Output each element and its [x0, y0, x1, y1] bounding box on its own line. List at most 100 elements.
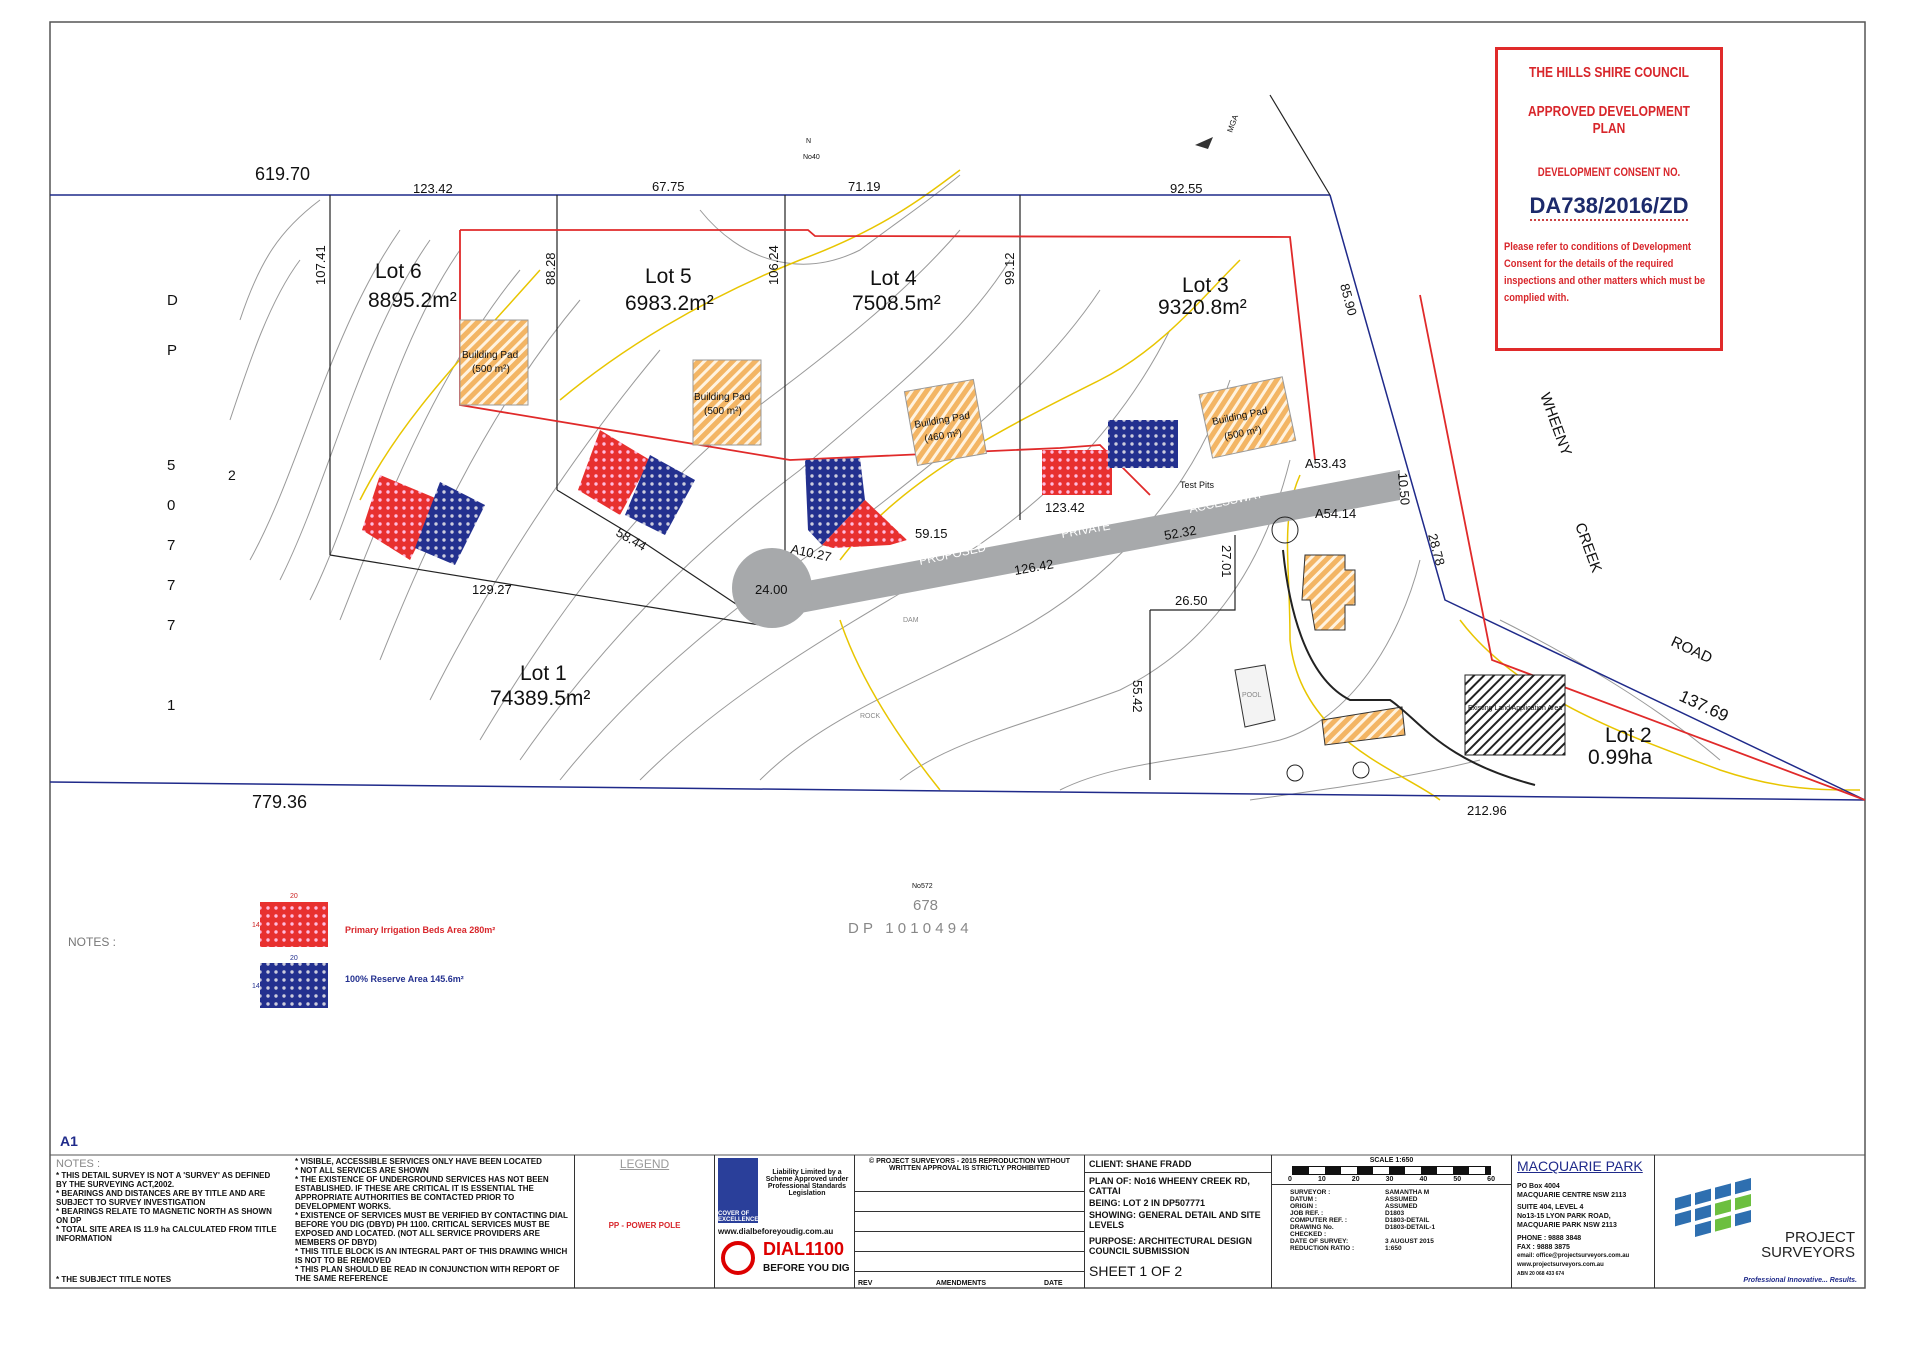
company-name-line: SURVEYORS	[1761, 1244, 1855, 1261]
note: * THE EXISTENCE OF UNDERGROUND SERVICES …	[295, 1175, 549, 1211]
note: * EXISTENCE OF SERVICES MUST BE VERIFIED…	[295, 1211, 568, 1247]
legend-primary-swatch	[260, 902, 328, 947]
copyright: © PROJECT SURVEYORS - 2015 REPRODUCTION …	[855, 1155, 1084, 1192]
dim-label: 779.36	[252, 792, 307, 812]
dp-letter: P	[167, 342, 177, 359]
detail-label: JOB REF. :	[1290, 1210, 1324, 1217]
dim-label: 123.42	[1045, 500, 1085, 515]
title-block-client: CLIENT: SHANE FRADD PLAN OF: No16 WHEENY…	[1085, 1155, 1272, 1288]
dim-label: 28.78	[1425, 532, 1448, 567]
scale-bar	[1292, 1166, 1491, 1175]
dim-label: 126.42	[1013, 556, 1055, 578]
scale-tick: 40	[1419, 1176, 1428, 1183]
scale-title: SCALE 1:650	[1369, 1157, 1414, 1164]
lot-area: 9320.8m²	[1158, 296, 1247, 319]
dim-label: 92.55	[1170, 181, 1203, 196]
detail-label: DRAWING No.	[1290, 1224, 1334, 1231]
dim-label: 99.12	[1002, 252, 1017, 285]
website-link[interactable]: www.projectsurveyors.com.au	[1517, 1262, 1604, 1268]
before-you-dig: BEFORE YOU DIG	[763, 1263, 850, 1274]
lot-name: Lot 3	[1182, 274, 1229, 297]
lot-lines	[329, 94, 1331, 780]
dim-label: 26.50	[1175, 593, 1208, 608]
dp-lot-number: 2	[228, 467, 236, 483]
detail-label: CHECKED :	[1290, 1231, 1327, 1238]
power-pole-icon	[1286, 764, 1304, 782]
survey-details: SURVEYOR :SAMANTHA M DATUM :ASSUMED ORIG…	[1272, 1184, 1511, 1256]
amendment-row	[855, 1252, 1084, 1272]
lot-name: Lot 1	[520, 662, 567, 685]
detail-value: D1803-DETAIL-1	[1385, 1224, 1436, 1231]
dbyd-url: www.dialbeforeyoudig.com.au	[718, 1227, 834, 1236]
lot-name: Lot 2	[1605, 724, 1652, 747]
detail-value: D1803	[1385, 1210, 1405, 1217]
pad-label: Building Pad	[694, 392, 750, 403]
address-line: MACQUARIE CENTRE NSW 2113	[1517, 1192, 1627, 1199]
stamp-consent-label: DEVELOPMENT CONSENT NO.	[1537, 165, 1681, 179]
wastewater-beds	[362, 420, 1178, 565]
sheet-size: A1	[60, 1133, 78, 1149]
legend-dim: 14	[252, 922, 260, 929]
amendment-row	[855, 1192, 1084, 1212]
building-pad-lot6	[459, 319, 529, 406]
lot-area: 0.99ha	[1588, 746, 1653, 769]
email-link[interactable]: email: office@projectsurveyors.com.au	[1517, 1253, 1630, 1259]
lot-area: 7508.5m²	[852, 292, 941, 315]
title-block-dbyd: COVER OF EXCELLENCE Liability Limited by…	[715, 1155, 855, 1288]
dial-1100: DIAL1100	[763, 1239, 844, 1260]
north-label: No40	[803, 154, 820, 161]
office-name: MACQUARIE PARK	[1517, 1158, 1643, 1174]
address-line: No13-15 LYON PARK ROAD,	[1517, 1213, 1611, 1220]
purpose: PURPOSE: ARCHITECTURAL DESIGN COUNCIL SU…	[1089, 1236, 1253, 1256]
detail-label: DATE OF SURVEY:	[1290, 1238, 1349, 1245]
existing-pool	[1234, 664, 1276, 728]
note: * THIS TITLE BLOCK IS AN INTEGRAL PART O…	[295, 1247, 568, 1265]
dp-letter: 5	[167, 457, 175, 474]
existing-shed	[1321, 706, 1406, 746]
concrete-tank-icon	[1271, 516, 1299, 544]
pad-label: Building Pad	[462, 350, 518, 361]
stamp-council: THE HILLS SHIRE COUNCIL	[1528, 64, 1689, 81]
lot-area: 6983.2m²	[625, 292, 714, 315]
property-boundary	[49, 194, 1866, 801]
dim-label: 24.00	[755, 582, 788, 597]
detail-label: ORIGIN :	[1290, 1203, 1318, 1210]
contour-lines	[229, 174, 1721, 801]
dp-letter: 1	[167, 697, 175, 714]
dim-label: 67.75	[652, 179, 685, 194]
scale-tick: 0	[1288, 1176, 1292, 1183]
scale-tick: 60	[1487, 1176, 1495, 1183]
dim-label: 55.42	[1130, 680, 1145, 713]
dim-label: 129.27	[472, 582, 512, 597]
address-line: SUITE 404, LEVEL 4	[1517, 1204, 1584, 1211]
note: * VISIBLE, ACCESSIBLE SERVICES ONLY HAVE…	[295, 1157, 542, 1166]
pad-label: (500 m²)	[704, 406, 742, 417]
rock-label: ROCK	[860, 713, 881, 720]
dp-letter: 0	[167, 497, 175, 514]
bottom-lot-ref: No572	[912, 883, 933, 890]
dp-letter: 7	[167, 617, 175, 634]
note: * BEARINGS RELATE TO MAGNETIC NORTH AS S…	[56, 1207, 272, 1225]
north-arrow-icon	[1195, 137, 1213, 149]
title-block-office: MACQUARIE PARK PO Box 4004 MACQUARIE CEN…	[1512, 1155, 1655, 1288]
building-pad-lot4	[903, 378, 987, 467]
scale-tick: 10	[1317, 1176, 1326, 1183]
client: CLIENT: SHANE FRADD	[1085, 1158, 1271, 1173]
sheet-frame	[49, 21, 1866, 1289]
lot-area: 8895.2m²	[368, 289, 457, 312]
company-name-line: PROJECT	[1784, 1229, 1855, 1246]
street-label: WHEENY	[1536, 391, 1574, 459]
legend-dim: 20	[290, 955, 298, 962]
mga-label: MGA	[1225, 113, 1240, 134]
detail-value: D1803-DETAIL	[1385, 1217, 1430, 1224]
dp-letter: 7	[167, 537, 175, 554]
dial-number: 1100	[805, 1239, 845, 1259]
lot-name: Lot 4	[870, 267, 917, 290]
building-pad-lot5	[692, 359, 762, 446]
dim-label: 106.24	[766, 245, 781, 285]
lot-name: Lot 6	[375, 260, 422, 283]
dam-label: DAM	[903, 617, 919, 624]
abn: ABN 20 068 433 674	[1517, 1271, 1564, 1277]
stamp-consent-number: DA738/2016/ZD	[1529, 193, 1689, 221]
